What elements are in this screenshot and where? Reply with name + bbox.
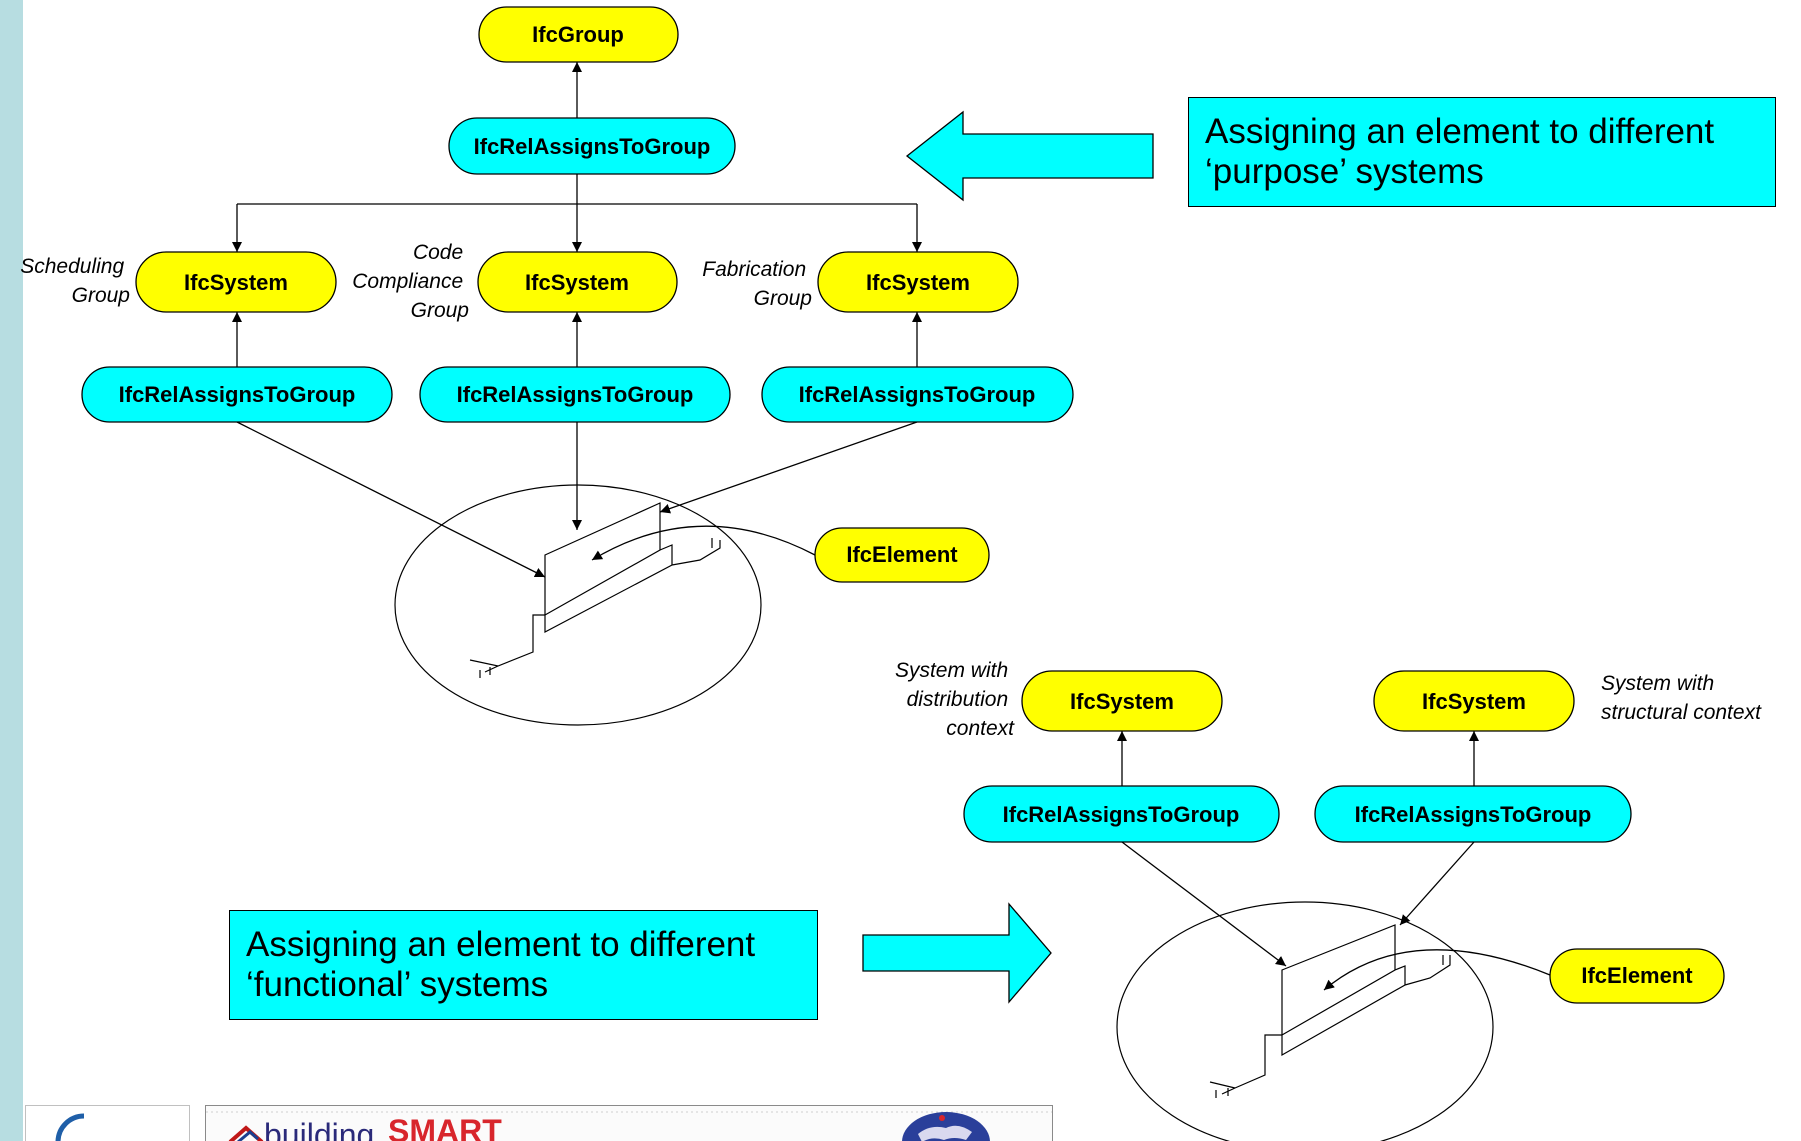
- label-line: Group: [754, 287, 812, 310]
- partner-logo-mark: [55, 1113, 85, 1141]
- node-rel-top: IfcRelAssignsToGroup: [448, 117, 736, 175]
- node-system-code: IfcSystem: [477, 251, 678, 313]
- label-line: structural context: [1601, 701, 1762, 724]
- callout-purpose: Assigning an element to different ‘purpo…: [1188, 97, 1776, 207]
- node-label: IfcRelAssignsToGroup: [119, 382, 356, 407]
- node-rel-scheduling: IfcRelAssignsToGroup: [81, 366, 393, 423]
- node-ifcgroup: IfcGroup: [478, 6, 679, 63]
- label-line: Compliance: [352, 270, 463, 293]
- node-rel-code: IfcRelAssignsToGroup: [419, 366, 731, 423]
- node-element-bottom: IfcElement: [1549, 948, 1725, 1004]
- node-rel-structural: IfcRelAssignsToGroup: [1314, 785, 1632, 843]
- node-label: IfcRelAssignsToGroup: [474, 134, 711, 159]
- buildingsmart-banner: building SMART: [205, 1105, 1053, 1141]
- label-line: Code: [413, 241, 463, 264]
- callout-line: Assigning an element to different: [246, 925, 756, 964]
- banner-graphic: building SMART: [206, 1111, 1052, 1141]
- callout-line: Assigning an element to different: [1205, 112, 1715, 151]
- block-arrow-left: [905, 110, 1154, 202]
- node-label: IfcRelAssignsToGroup: [799, 382, 1036, 407]
- element-ellipse-bottom: [1116, 901, 1494, 1141]
- connectors-bottom: [1117, 731, 1551, 991]
- node-label: IfcElement: [1581, 963, 1693, 988]
- element-ellipse-top: [394, 484, 762, 726]
- element-sketch-bottom: [1116, 901, 1494, 1141]
- node-label: IfcSystem: [866, 270, 970, 295]
- side-stripe: [0, 0, 23, 1141]
- label-line: System with: [895, 659, 1008, 682]
- node-label: IfcRelAssignsToGroup: [457, 382, 694, 407]
- callout-functional: Assigning an element to different ‘funct…: [229, 910, 818, 1020]
- label-line: Scheduling: [20, 255, 124, 278]
- label-line: context: [946, 717, 1015, 740]
- callout-line: ‘purpose’ systems: [1205, 152, 1484, 191]
- node-label: IfcSystem: [525, 270, 629, 295]
- globe-icon: [902, 1112, 990, 1141]
- element-glyph-bottom: [1209, 924, 1451, 1098]
- node-label: IfcElement: [846, 542, 958, 567]
- label-line: System with: [1601, 672, 1714, 695]
- connectors-top: [232, 62, 922, 578]
- element-sketch-top: [394, 484, 762, 726]
- label-line: Group: [411, 299, 469, 322]
- node-system-fabrication: IfcSystem: [817, 251, 1019, 313]
- label-line: distribution: [907, 688, 1009, 711]
- node-rel-fabrication: IfcRelAssignsToGroup: [761, 366, 1074, 423]
- node-system-scheduling: IfcSystem: [135, 251, 337, 313]
- node-label: IfcGroup: [532, 22, 624, 47]
- edge-rel-sched-to-element: [236, 421, 546, 578]
- node-label: IfcSystem: [1422, 689, 1526, 714]
- label-line: Group: [72, 284, 130, 307]
- edge-element-curve-bottom: [1323, 949, 1551, 991]
- partner-logo: [25, 1105, 190, 1141]
- edge-rel-struct-to-element: [1399, 841, 1475, 926]
- edge-rel-fab-to-element: [659, 421, 918, 514]
- node-label: IfcSystem: [184, 270, 288, 295]
- label-fabrication: Fabrication Group: [702, 258, 812, 310]
- edge-element-curve-top: [591, 525, 816, 561]
- logo-text-a: building: [264, 1117, 374, 1141]
- element-glyph-top: [469, 502, 721, 678]
- node-element-top: IfcElement: [814, 527, 990, 583]
- node-label: IfcRelAssignsToGroup: [1003, 802, 1240, 827]
- edge-rel-dist-to-element: [1121, 841, 1287, 967]
- node-system-structural: IfcSystem: [1373, 670, 1575, 732]
- node-rel-distribution: IfcRelAssignsToGroup: [963, 785, 1280, 843]
- node-label: IfcRelAssignsToGroup: [1355, 802, 1592, 827]
- label-structural: System with structural context: [1601, 672, 1762, 724]
- logo-text-b: SMART: [388, 1113, 502, 1141]
- label-code-compliance: Code Compliance Group: [352, 241, 469, 322]
- block-arrow-right: [862, 902, 1052, 1004]
- node-system-distribution: IfcSystem: [1021, 670, 1223, 732]
- label-distribution: System with distribution context: [895, 659, 1015, 740]
- callout-line: ‘functional’ systems: [246, 965, 549, 1004]
- label-line: Fabrication: [702, 258, 806, 281]
- label-scheduling: Scheduling Group: [20, 255, 130, 307]
- node-label: IfcSystem: [1070, 689, 1174, 714]
